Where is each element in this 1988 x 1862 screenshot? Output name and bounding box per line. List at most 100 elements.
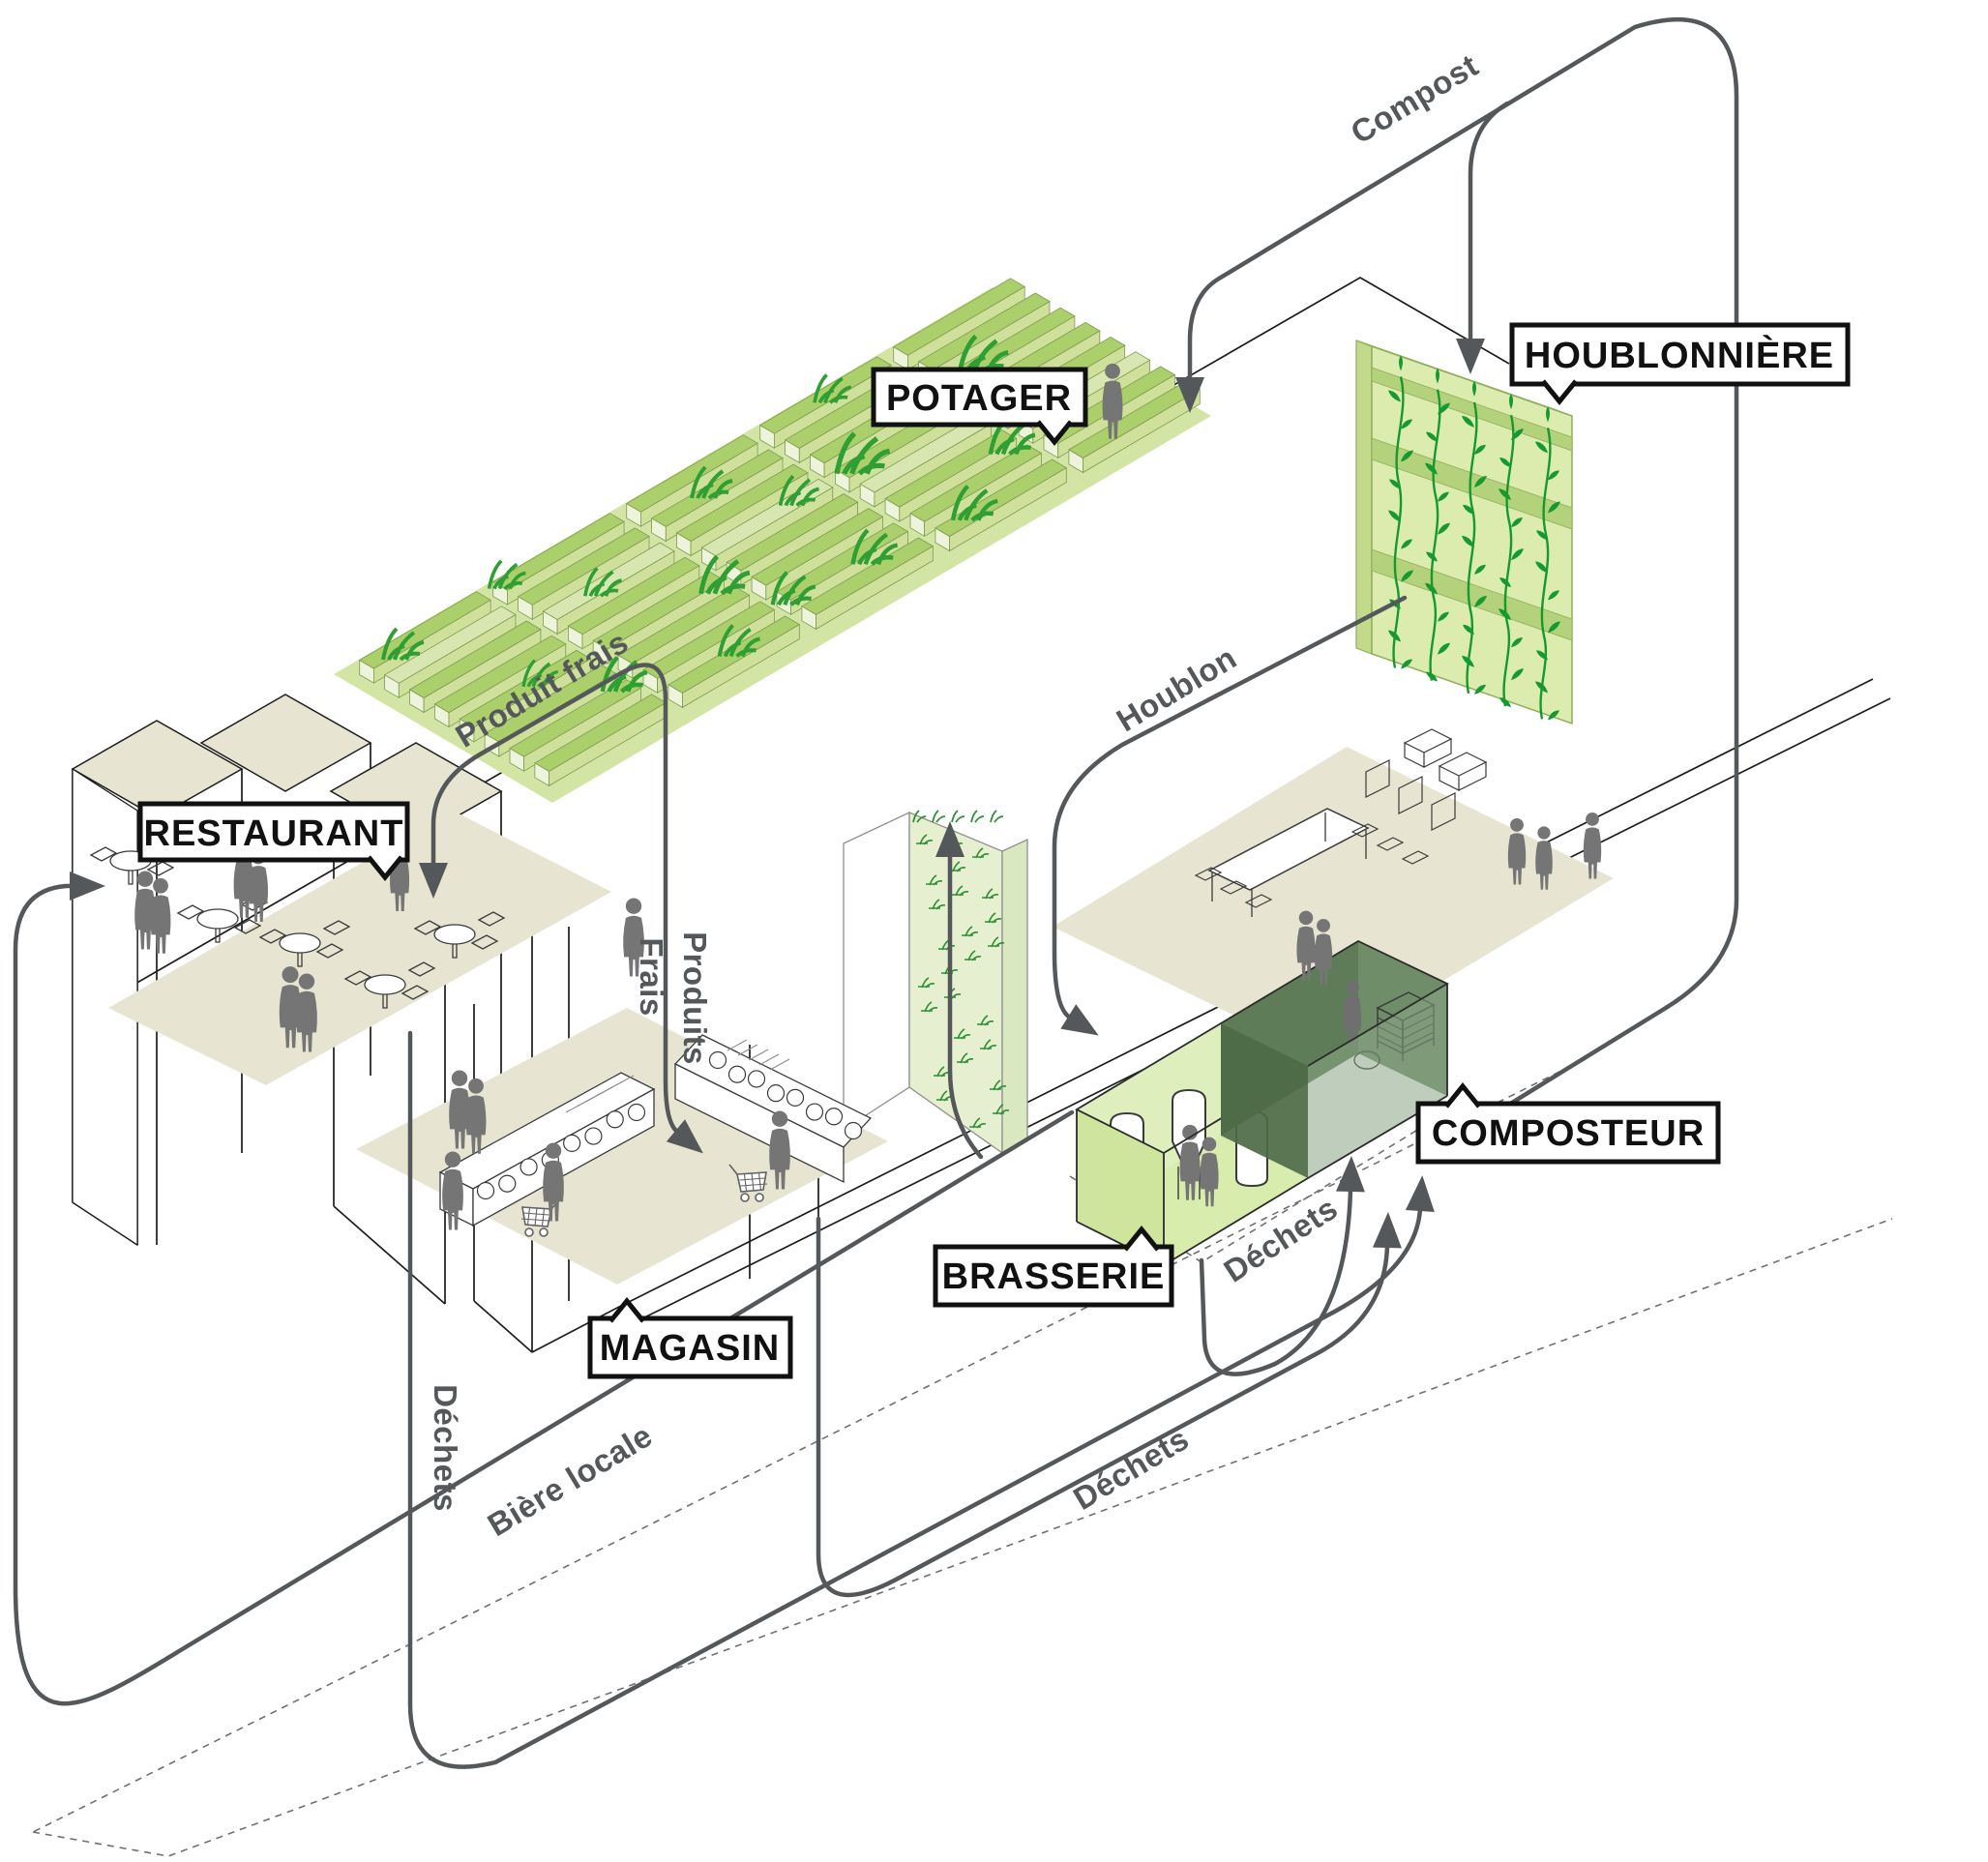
wall-rail <box>1371 437 1573 530</box>
hop-leaf <box>1535 681 1548 694</box>
hop-leaf <box>1499 577 1511 588</box>
produce-item <box>786 1088 805 1107</box>
hop-leaf <box>1548 710 1559 721</box>
label-pointer <box>367 855 403 881</box>
produce-item <box>519 1158 538 1176</box>
hop-leaf <box>1474 475 1487 488</box>
hop-vine <box>1392 376 1405 668</box>
counter-hatch <box>748 1049 769 1061</box>
workshop-floor <box>1053 747 1614 1056</box>
hop-leaf <box>1462 535 1474 547</box>
station-label-text: COMPOSTEUR <box>1432 1113 1705 1154</box>
hop-leaf <box>1535 561 1548 574</box>
garden-bed <box>675 463 809 542</box>
tower-plant <box>918 977 935 989</box>
hop-leaf <box>1438 402 1450 415</box>
flow-line-dechets-magasin <box>816 1212 1402 1598</box>
hop-leaf <box>1401 570 1413 582</box>
hop-leaf <box>1401 659 1412 669</box>
hop-bud <box>1509 394 1513 410</box>
flow-line-dechets-restaurant <box>407 1030 1435 1769</box>
tower-plant <box>952 885 969 897</box>
garden-bed <box>650 449 784 527</box>
tower-plant <box>970 810 985 823</box>
tower-plant <box>926 874 943 886</box>
hop-leaf <box>1388 390 1401 402</box>
garden-bed <box>484 665 617 743</box>
hop-leaf <box>1425 462 1438 475</box>
hop-leaf <box>1426 431 1438 442</box>
hop-leaf <box>1511 548 1524 561</box>
station-label-text: HOUBLONNIÈRE <box>1525 334 1834 376</box>
flow-label-houblon: Houblon <box>1111 639 1243 738</box>
station-labels: RESTAURANT POTAGER HOUBLONNIÈRE MAGASIN … <box>137 322 1851 1379</box>
tower-plant <box>932 810 946 823</box>
station-label-text: RESTAURANT <box>144 813 404 854</box>
produce-item <box>766 1084 786 1103</box>
tower-plant <box>951 810 965 823</box>
hop-leaf <box>1463 624 1474 635</box>
garden-bed <box>567 556 700 635</box>
flow-label-dechets-left: Déchets <box>428 1384 463 1512</box>
building-composteur <box>1220 939 1449 1179</box>
tower-plant <box>969 1117 987 1129</box>
station-label-text: MAGASIN <box>600 1328 780 1369</box>
hop-leaf <box>1511 668 1524 681</box>
tower-plant <box>964 950 982 961</box>
label-pointer <box>1123 1226 1160 1252</box>
hop-leaf <box>1426 551 1438 562</box>
tower-plant <box>954 1028 971 1040</box>
produce-item <box>627 1103 646 1122</box>
garden-bed <box>517 527 650 606</box>
flow-label-compost: Compost <box>1345 47 1485 151</box>
counter-hatch <box>737 1044 758 1056</box>
tower-plant <box>990 810 1004 823</box>
tower-white-face <box>843 811 910 1132</box>
hop-leaf <box>1388 510 1401 522</box>
produce-item <box>584 1127 603 1145</box>
hop-leaf <box>1389 479 1401 489</box>
garden-bed <box>433 635 567 714</box>
hop-leaf <box>1474 564 1486 575</box>
hop-leaf <box>1499 697 1511 708</box>
hop-leaf <box>1401 539 1412 549</box>
table-legs <box>1211 813 1367 917</box>
garden-bed <box>459 649 592 728</box>
workshop-deck <box>1053 728 1614 1056</box>
hop-vine <box>1539 428 1552 720</box>
composteur-divider-wall <box>1221 1023 1308 1178</box>
tower-green-flap <box>1001 838 1028 1155</box>
hop-leaf <box>1548 621 1560 634</box>
garden-bed <box>726 493 859 572</box>
tower-plants <box>912 810 1010 1129</box>
produce-item <box>498 1174 517 1193</box>
tower-plant <box>957 1052 974 1064</box>
garden-bed <box>383 606 517 684</box>
station-label-brasserie: BRASSERIE <box>933 1226 1174 1308</box>
hop-vine <box>1466 401 1478 695</box>
flow-line-biere-locale <box>13 872 1075 1706</box>
tower-plant <box>921 1001 938 1013</box>
tower-plant <box>929 899 946 910</box>
hop-leaf <box>1511 429 1524 441</box>
flow-line-dechets-brasserie <box>1199 1156 1365 1376</box>
garden-bed <box>642 601 776 679</box>
hop-leaf <box>1474 444 1486 455</box>
garden-bed <box>542 542 675 620</box>
garden-bed <box>408 620 542 698</box>
hop-leaf <box>1401 419 1412 429</box>
hop-bud <box>1399 355 1403 371</box>
ground-dashed-outline <box>32 1065 1893 1857</box>
hop-vines <box>1388 355 1560 721</box>
tower-plant <box>980 1039 997 1050</box>
produce-item <box>824 1108 844 1126</box>
produce-item <box>563 1134 581 1152</box>
station-label-potager: POTAGER <box>871 367 1088 446</box>
hop-leaf <box>1438 642 1450 655</box>
flow-label-produits: Produits <box>677 931 713 1065</box>
hop-bud <box>1436 368 1439 384</box>
garden-bed <box>625 434 758 513</box>
flow-line-compost <box>1175 16 1739 1129</box>
hop-leaf <box>1438 522 1450 535</box>
